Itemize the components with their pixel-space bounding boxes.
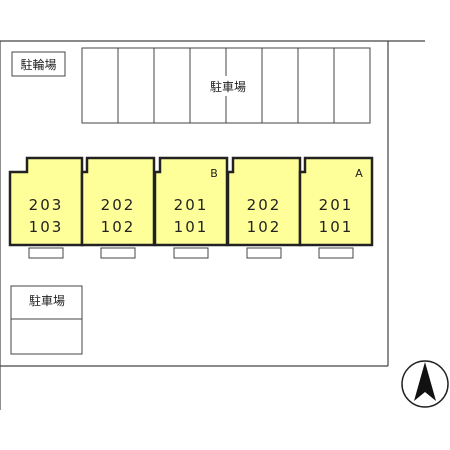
unit-balcony [246, 247, 282, 259]
building-letter: A [355, 167, 363, 180]
unit-upper-number: 203 [29, 196, 64, 214]
left-parking-label: 駐車場 [29, 293, 65, 308]
left-parking-lot: 駐車場 [10, 285, 83, 355]
unit-lower-number: 102 [247, 218, 282, 236]
north-arrow-icon [401, 360, 449, 408]
building-letter: B [210, 167, 218, 180]
unit-lower-number: 102 [101, 218, 136, 236]
unit-outline [153, 156, 229, 247]
top-parking-label-bg [199, 76, 257, 96]
bicycle-parking: 駐輪場 [11, 51, 66, 77]
unit-upper-number: 202 [101, 196, 136, 214]
unit-outline [226, 156, 302, 247]
bicycle-parking-label: 駐輪場 [20, 57, 56, 72]
unit-balcony [100, 247, 136, 259]
unit-lower-number: 103 [29, 218, 64, 236]
left-parking-outline [10, 285, 83, 355]
unit-outline [80, 156, 156, 247]
unit-lower-number: 101 [319, 218, 354, 236]
unit-outline [8, 156, 84, 247]
unit-lower-number: 101 [174, 218, 209, 236]
top-parking-label: 駐車場 [210, 79, 246, 94]
building-unit: 201 101 B [153, 156, 229, 259]
unit-upper-number: 201 [319, 196, 354, 214]
unit-outline [298, 156, 374, 247]
property-boundary [0, 40, 425, 410]
unit-balcony [173, 247, 209, 259]
unit-upper-number: 202 [247, 196, 282, 214]
unit-upper-number: 201 [174, 196, 209, 214]
top-parking-dividers [117, 48, 335, 123]
compass-arrow [414, 362, 436, 401]
unit-balcony [318, 247, 354, 259]
building-unit: 201 101 A [298, 156, 374, 259]
unit-balcony [28, 247, 64, 259]
top-parking-lot: 駐車場 [81, 47, 371, 124]
bicycle-parking-box [11, 51, 66, 77]
